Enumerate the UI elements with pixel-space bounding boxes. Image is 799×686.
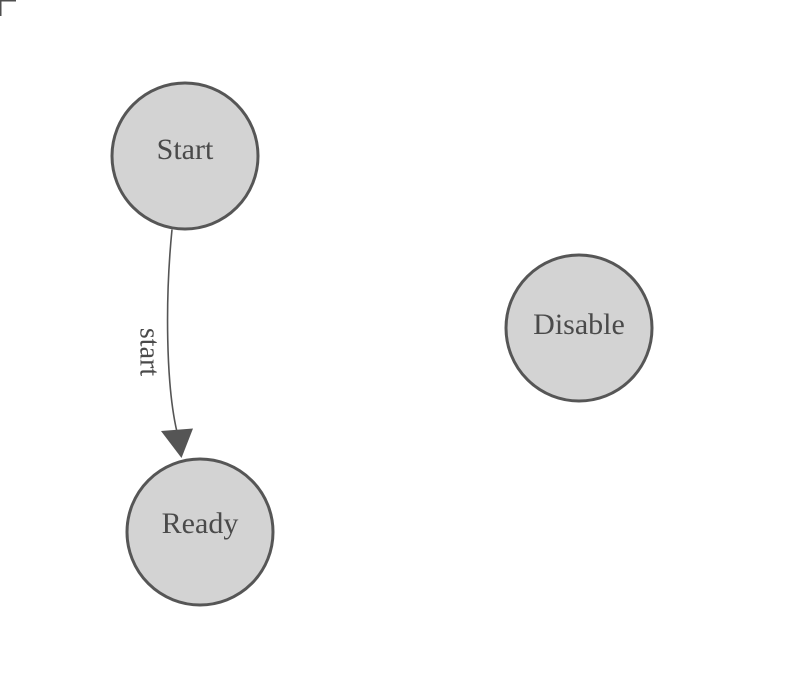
state-label-start: Start — [157, 133, 214, 166]
transition-start-to-ready-group: start — [134, 229, 193, 459]
state-node-ready-group: Ready — [125, 457, 275, 607]
state-label-ready: Ready — [162, 507, 239, 540]
state-node-disable-group: Disable — [504, 253, 654, 403]
state-label-disable: Disable — [533, 308, 625, 341]
canvas-origin-corner-mark — [0, 0, 16, 16]
transition-edge[interactable] — [166, 229, 178, 433]
state-node-start[interactable] — [110, 81, 260, 231]
state-node-disable[interactable] — [504, 253, 654, 403]
transition-label: start — [134, 328, 165, 376]
state-node-start-group: Start — [110, 81, 260, 231]
transition-arrowhead-icon[interactable] — [161, 428, 193, 459]
state-node-ready[interactable] — [125, 457, 275, 607]
